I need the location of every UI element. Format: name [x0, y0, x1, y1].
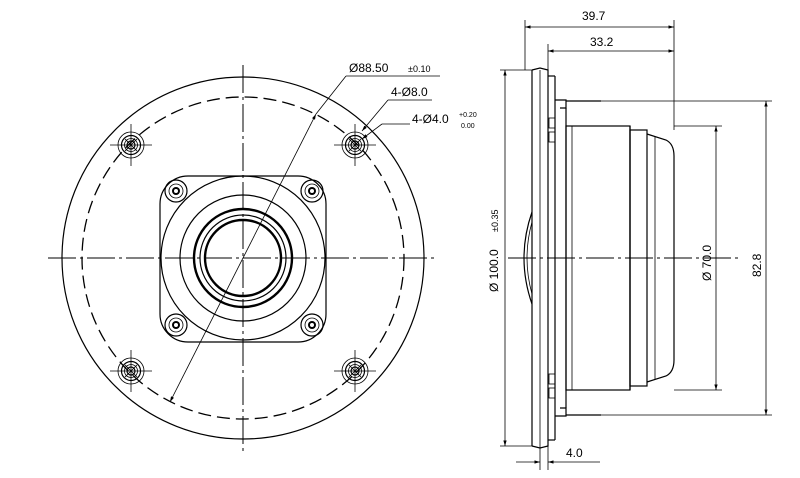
plate-screw-bottom-right — [300, 313, 324, 337]
flange-dia-tolerance: ±0.35 — [490, 210, 500, 232]
flange-dia-label: Ø 100.0 — [487, 249, 501, 292]
hole-inner-tol-lower: 0.00 — [461, 123, 475, 130]
overall-depth-label: 39.7 — [582, 9, 606, 23]
rear-chamber-shoulder-top — [555, 99, 567, 109]
bolt-circle-dimension-line — [169, 113, 317, 403]
flange-screw-bottom-1 — [548, 373, 556, 385]
hole-inner-dim-label: 4-Ø4.0 — [412, 112, 449, 126]
bolt-circle-leader — [315, 75, 347, 115]
hole-inner-leader — [361, 123, 383, 140]
mounting-hole-bottom-left — [110, 350, 152, 392]
bolt-circle-dim-tolerance: ±0.10 — [408, 64, 430, 74]
flange-screw-top-1 — [548, 117, 556, 129]
side-view: 39.7 33.2 Ø 100.0 ±0.35 Ø 70.0 82.8 4.0 — [487, 9, 772, 470]
plate-screw-bottom-left — [164, 313, 188, 337]
body-dia-label: Ø 70.0 — [700, 245, 714, 281]
bolt-circle-dim-label: Ø88.50 — [349, 61, 389, 75]
rear-chamber-shoulder-bottom — [555, 407, 567, 417]
hole-outer-dim-label: 4-Ø8.0 — [391, 85, 428, 99]
flange-thickness-label: 4.0 — [566, 446, 583, 460]
mounting-hole-top-left — [110, 124, 152, 166]
flange-screw-top-2 — [548, 131, 556, 143]
plate-screw-top-left — [164, 179, 188, 203]
mounting-hole-bottom-right — [334, 350, 376, 392]
front-view: Ø88.50 ±0.10 4-Ø8.0 4-Ø4.0 +0.20 0.00 — [48, 61, 477, 452]
plate-screw-top-right — [300, 179, 324, 203]
body-depth-label: 33.2 — [590, 35, 614, 49]
flange-screw-bottom-2 — [548, 387, 556, 399]
mounting-hole-top-right — [334, 124, 376, 166]
hole-outer-leader — [361, 99, 389, 132]
rear-height-label: 82.8 — [750, 253, 764, 277]
hole-inner-tol-upper: +0.20 — [459, 112, 477, 119]
